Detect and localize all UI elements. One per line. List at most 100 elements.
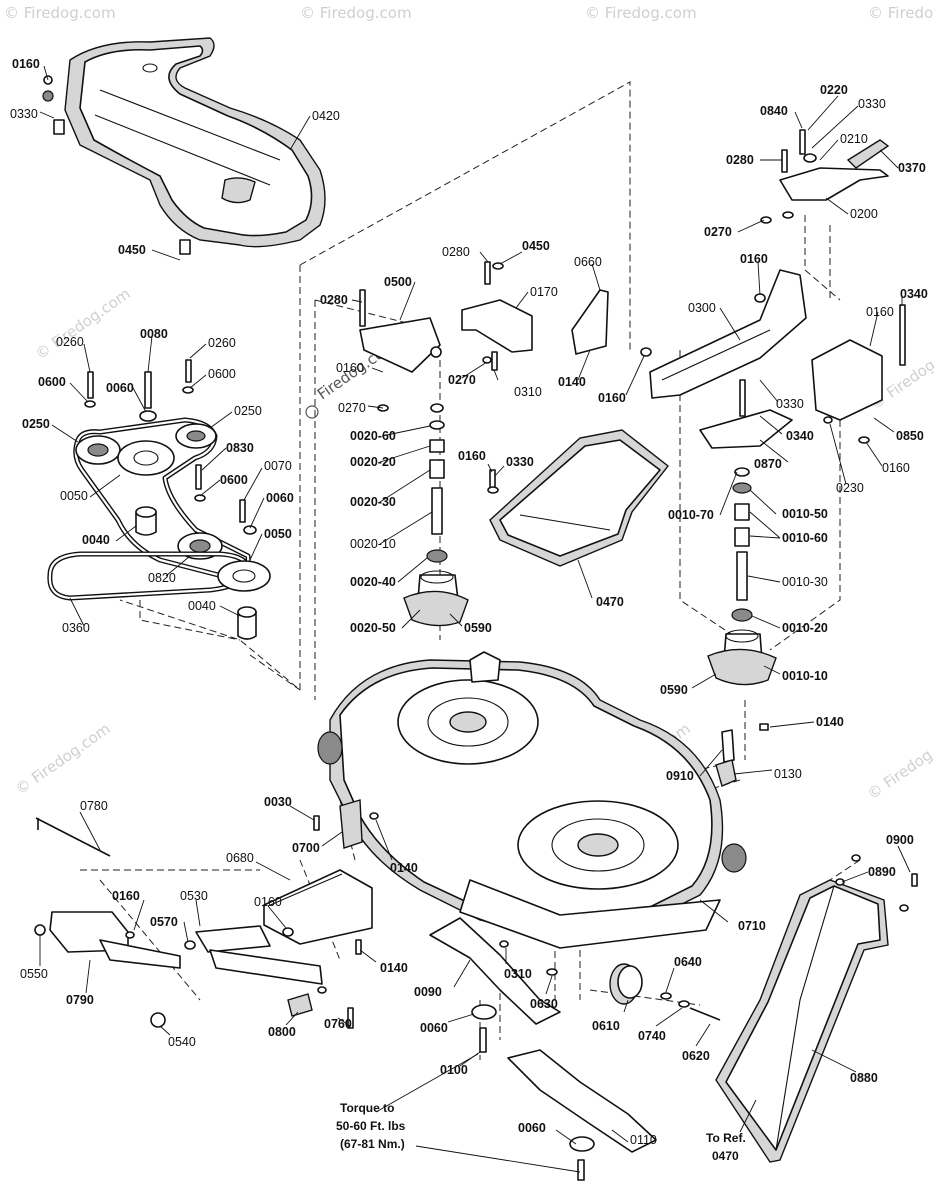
callout-label: 0660 <box>574 255 602 269</box>
callout-label: 0710 <box>738 919 766 933</box>
callout-label: 0630 <box>530 997 558 1011</box>
callout-label: 0450 <box>522 239 550 253</box>
callout-labels: 0160 0330 0420 0450 0840 0220 0330 0210 … <box>10 57 928 1147</box>
belt-cover-part <box>42 37 326 255</box>
watermark: © Firedog.com <box>300 4 412 22</box>
notes: Torque to 50-60 Ft. lbs (67-81 Nm.) To R… <box>336 1101 746 1163</box>
callout-label: 0260 <box>56 335 84 349</box>
callout-label: 0010-50 <box>782 507 828 521</box>
callout-label: 0160 <box>740 252 768 266</box>
callout-label: 0140 <box>390 861 418 875</box>
callout-label: 0700 <box>292 841 320 855</box>
callout-label: 0680 <box>226 851 254 865</box>
callout-label: 0010-30 <box>782 575 828 589</box>
gauge-wheel-parts <box>499 940 721 1021</box>
callout-label: 0160 <box>336 361 364 375</box>
callout-label: 0110 <box>630 1133 657 1147</box>
callout-label: 0160 <box>598 391 626 405</box>
torque-note-line2: 50-60 Ft. lbs <box>336 1119 406 1133</box>
callout-label: 0010-10 <box>782 669 828 683</box>
callout-label: 0910 <box>666 769 694 783</box>
copyright-circle-icon <box>305 405 319 419</box>
callout-label: 0160 <box>458 449 486 463</box>
callout-label: 0140 <box>380 961 408 975</box>
callout-label: 0280 <box>320 293 348 307</box>
callout-label: 0280 <box>726 153 754 167</box>
callout-label: 0020-30 <box>350 495 396 509</box>
callout-label: 0600 <box>220 473 248 487</box>
callout-label: 0280 <box>442 245 470 259</box>
spindle-left-assembly <box>359 289 469 627</box>
callout-label: 0820 <box>148 571 176 585</box>
callout-label: 0360 <box>62 621 90 635</box>
callout-label: 0640 <box>674 955 702 969</box>
callout-label: 0790 <box>66 993 94 1007</box>
callout-label: 0020-10 <box>350 537 396 551</box>
mower-deck-part <box>317 651 747 949</box>
callout-label: 0200 <box>850 207 878 221</box>
callout-label: 0020-40 <box>350 575 396 589</box>
callout-label: 0010-60 <box>782 531 828 545</box>
callout-label: 0030 <box>264 795 292 809</box>
callout-label: 0800 <box>268 1025 296 1039</box>
callout-label: 0270 <box>448 373 476 387</box>
chute-deflector-part <box>487 429 669 567</box>
height-adjust-parts <box>715 723 769 787</box>
callout-label: 0070 <box>264 459 292 473</box>
callout-label: 0900 <box>886 833 914 847</box>
callout-label: 0100 <box>440 1063 468 1077</box>
callout-label: 0590 <box>660 683 688 697</box>
callout-label: 0450 <box>118 243 146 257</box>
callout-label: 0890 <box>868 865 896 879</box>
callout-label: 0270 <box>338 401 366 415</box>
callout-label: 0130 <box>774 767 802 781</box>
callout-label: 0740 <box>638 1029 666 1043</box>
callout-label: 0570 <box>150 915 178 929</box>
callout-label: 0020-20 <box>350 455 396 469</box>
callout-label: 0600 <box>38 375 66 389</box>
callout-label: 0330 <box>10 107 38 121</box>
callout-label: 0160 <box>12 57 40 71</box>
callout-label: 0470 <box>596 595 624 609</box>
torque-note-line1: Torque to <box>340 1101 394 1115</box>
callout-label: 0830 <box>226 441 254 455</box>
callout-label: 0600 <box>208 367 236 381</box>
callout-label: 0620 <box>682 1049 710 1063</box>
watermark: © Firedog.com <box>4 4 116 22</box>
callout-label: 0420 <box>312 109 340 123</box>
callout-label: 0310 <box>514 385 542 399</box>
callout-label: 0060 <box>420 1021 448 1035</box>
callout-label: 0250 <box>22 417 50 431</box>
callout-label: 0160 <box>112 889 140 903</box>
callout-label: 0210 <box>840 132 868 146</box>
callout-label: 0870 <box>754 457 782 471</box>
callout-label: 0880 <box>850 1071 878 1085</box>
callout-label: 0530 <box>180 889 208 903</box>
callout-label: 0300 <box>688 301 716 315</box>
watermark: © Firedog.com <box>12 720 114 799</box>
bracket-parts <box>461 261 609 371</box>
callout-label: 0760 <box>324 1017 352 1031</box>
callout-label: 0610 <box>592 1019 620 1033</box>
callout-label: 0160 <box>866 305 894 319</box>
reference-note-line1: To Ref. <box>706 1131 746 1145</box>
callout-label: 0010-20 <box>782 621 828 635</box>
callout-label: 0060 <box>266 491 294 505</box>
watermark: © Firedog.com <box>585 4 697 22</box>
callout-label: 0050 <box>264 527 292 541</box>
blades <box>429 917 657 1181</box>
callout-label: 0140 <box>558 375 586 389</box>
watermark: © Firedog.com <box>868 4 934 22</box>
callout-label: 0330 <box>858 97 886 111</box>
callout-label: 0230 <box>836 481 864 495</box>
callout-label: 0160 <box>254 895 282 909</box>
right-bracket-assembly <box>640 129 906 449</box>
callout-label: 0040 <box>188 599 216 613</box>
callout-label: 0060 <box>106 381 134 395</box>
callout-label: 0160 <box>882 461 910 475</box>
spindle-right-assembly <box>707 467 777 686</box>
callout-label: 0270 <box>704 225 732 239</box>
callout-label: 0220 <box>820 83 848 97</box>
